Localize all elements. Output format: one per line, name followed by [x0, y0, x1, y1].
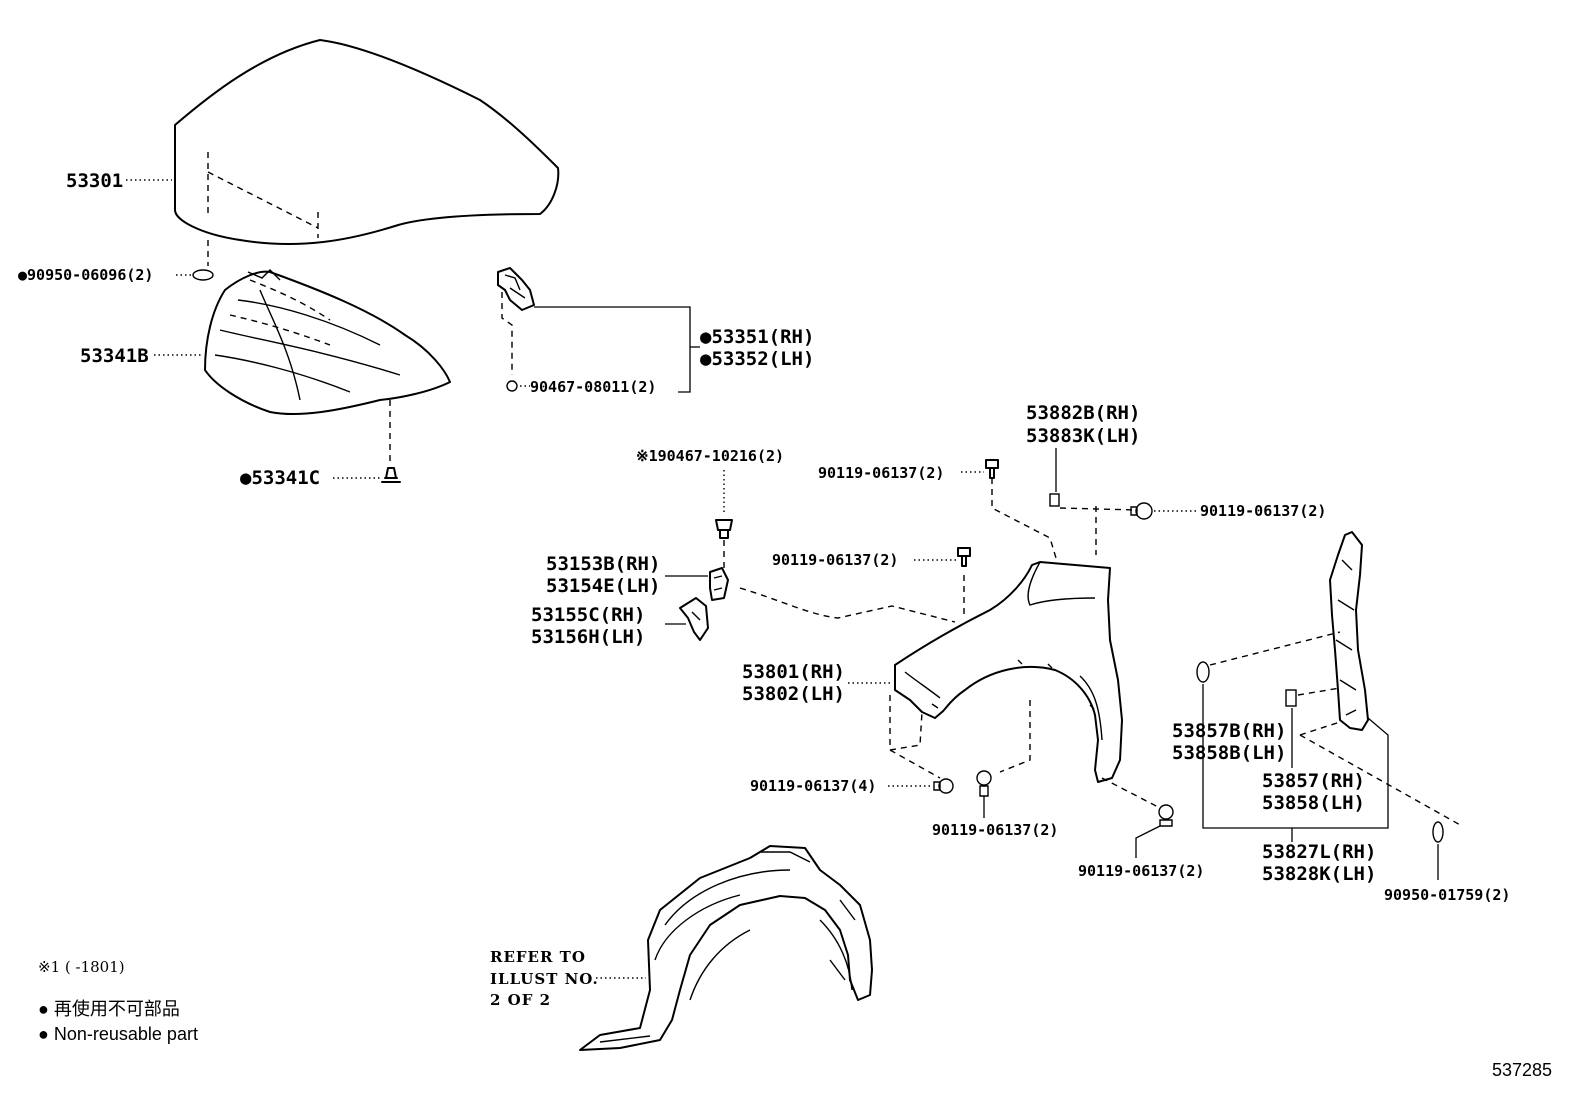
label-bolt-c: 90119-06137(2): [772, 551, 898, 569]
label-protector-lh: 53858(LH): [1262, 792, 1365, 814]
label-bracket-a-lh: 53154E(LH): [546, 575, 660, 597]
flange-nut-icon: [1130, 502, 1153, 520]
grommet-icon: [1432, 821, 1444, 843]
label-bolt-d: 90119-06137(4): [750, 777, 876, 795]
cover-icon: [1196, 661, 1210, 683]
label-bolt-a: 90119-06137(2): [818, 464, 944, 482]
label-bracket-a-rh: 53153B(RH): [546, 553, 660, 575]
seal-icon: [1049, 493, 1060, 507]
note-nonreuse-en: ● Non-reusable part: [38, 1024, 198, 1044]
refer-line-2: ILLUST NO.: [490, 970, 599, 988]
label-hood-cushion: ●90950-06096(2): [18, 266, 153, 284]
note-date: ※1 ( -1801): [38, 958, 125, 976]
refer-line-1: REFER TO: [490, 948, 586, 966]
bolt-icon: [506, 380, 518, 392]
bolt-icon: [933, 778, 954, 794]
bolt-icon: [985, 459, 999, 479]
label-panel-lh: 53828K(LH): [1262, 863, 1376, 885]
label-protector-rh: 53857(RH): [1262, 770, 1365, 792]
bolt-icon: [1158, 804, 1174, 827]
label-bracket-b-rh: 53155C(RH): [531, 604, 645, 626]
hood-insulator-icon: [204, 269, 451, 416]
label-bolt-b: 90119-06137(2): [1200, 502, 1326, 520]
label-hinge-bolt: 90467-08011(2): [530, 378, 656, 396]
cushion-icon: [192, 269, 214, 281]
fender-panel-icon: [1329, 531, 1369, 731]
label-fender-rh: 53801(RH): [742, 661, 845, 683]
hood-hinge-icon: [497, 267, 535, 375]
fender-liner-icon: [579, 845, 873, 1051]
label-insulator-clip: ●53341C: [240, 467, 320, 489]
clip-icon: [381, 467, 401, 483]
label-hood: 53301: [66, 170, 123, 192]
label-bolt-f: 90119-06137(2): [1078, 862, 1204, 880]
label-panel-rh: 53827L(RH): [1262, 841, 1376, 863]
bracket-lower-icon: [679, 597, 709, 641]
fender-icon: [894, 561, 1123, 783]
bolt-icon: [976, 770, 992, 797]
bolt-icon: [957, 547, 971, 567]
label-seal-rh: 53882B(RH): [1026, 402, 1140, 424]
label-bolt-e: 90119-06137(2): [932, 821, 1058, 839]
label-seal-lh: 53883K(LH): [1026, 425, 1140, 447]
label-cover-rh: 53857B(RH): [1172, 720, 1286, 742]
hood-icon: [174, 39, 560, 266]
label-fender-lh: 53802(LH): [742, 683, 845, 705]
refer-line-3: 2 OF 2: [490, 991, 551, 1009]
label-hood-hinge-lh: ●53352(LH): [700, 348, 814, 370]
label-cover-lh: 53858B(LH): [1172, 742, 1286, 764]
label-hood-insulator: 53341B: [80, 345, 149, 367]
protector-icon: [1285, 689, 1297, 707]
label-grommet: 90950-01759(2): [1384, 886, 1510, 904]
note-nonreuse-jp: ● 再使用不可部品: [38, 999, 180, 1019]
fastener-clip-icon: [715, 519, 733, 539]
label-clip-noted: ※190467-10216(2): [636, 447, 784, 465]
bracket-icon: [709, 567, 729, 601]
label-bracket-b-lh: 53156H(LH): [531, 626, 645, 648]
label-hood-hinge-rh: ●53351(RH): [700, 326, 814, 348]
diagram-number: 537285: [1492, 1060, 1552, 1080]
